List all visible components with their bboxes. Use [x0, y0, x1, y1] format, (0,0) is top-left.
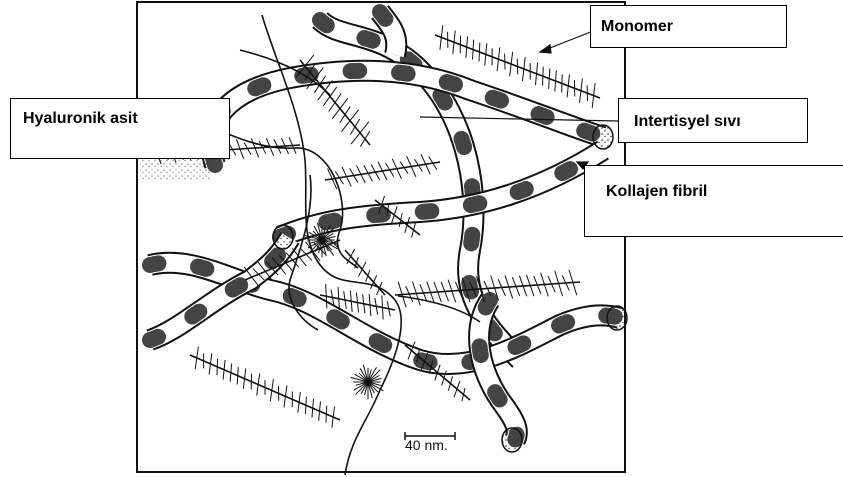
monomer-side-chain: [472, 40, 473, 60]
monomer-side-chain: [340, 106, 351, 122]
monomer-side-chain: [412, 223, 416, 238]
monomer-side-chain: [237, 367, 238, 385]
proteoglycan-monomers: [150, 25, 600, 427]
monomer-side-chain: [326, 406, 327, 423]
monomer-side-chain: [358, 262, 365, 277]
label-hyaluronic-acid: Hyaluronik asit: [23, 110, 138, 128]
collagen-fibril-end: [593, 125, 613, 149]
scale-bar-label: 40 nm.: [405, 437, 448, 453]
monomer-side-chain: [549, 68, 550, 88]
monomer-arrowhead: [540, 45, 551, 53]
collagen-fibril-banding: [280, 150, 603, 237]
monomer-side-chain: [366, 270, 370, 282]
collagen-fibril-end: [273, 225, 293, 249]
label-collagen-fibril: Kollajen fibril: [606, 183, 707, 201]
collagen-fibril-end: [607, 306, 627, 330]
monomer-side-chain: [543, 67, 544, 86]
collagen-fibril-banding: [211, 71, 603, 165]
monomer-side-chain: [305, 397, 306, 414]
label-monomer: Monomer: [601, 18, 673, 36]
monomer-side-chain: [300, 248, 312, 260]
monomer-side-chain: [217, 359, 218, 375]
collagen-fibril-end: [502, 428, 522, 452]
monomer-side-chain: [479, 42, 480, 61]
label-box-monomer: Monomer: [590, 5, 787, 48]
label-box-collagen-fibril: Kollajen fibril: [584, 165, 843, 237]
monomer-side-chain: [360, 131, 369, 146]
monomer-side-chain: [350, 119, 359, 134]
monomer-side-chain: [382, 296, 383, 320]
monomer-side-chain: [448, 376, 452, 390]
label-interstitial-fluid: Intertisyel sıvı: [634, 113, 741, 131]
label-box-interstitial-fluid: Intertisyel sıvı: [618, 98, 808, 143]
label-box-hyaluronic-acid: Hyaluronik asit: [10, 98, 230, 159]
monomer-side-chain: [454, 381, 460, 397]
